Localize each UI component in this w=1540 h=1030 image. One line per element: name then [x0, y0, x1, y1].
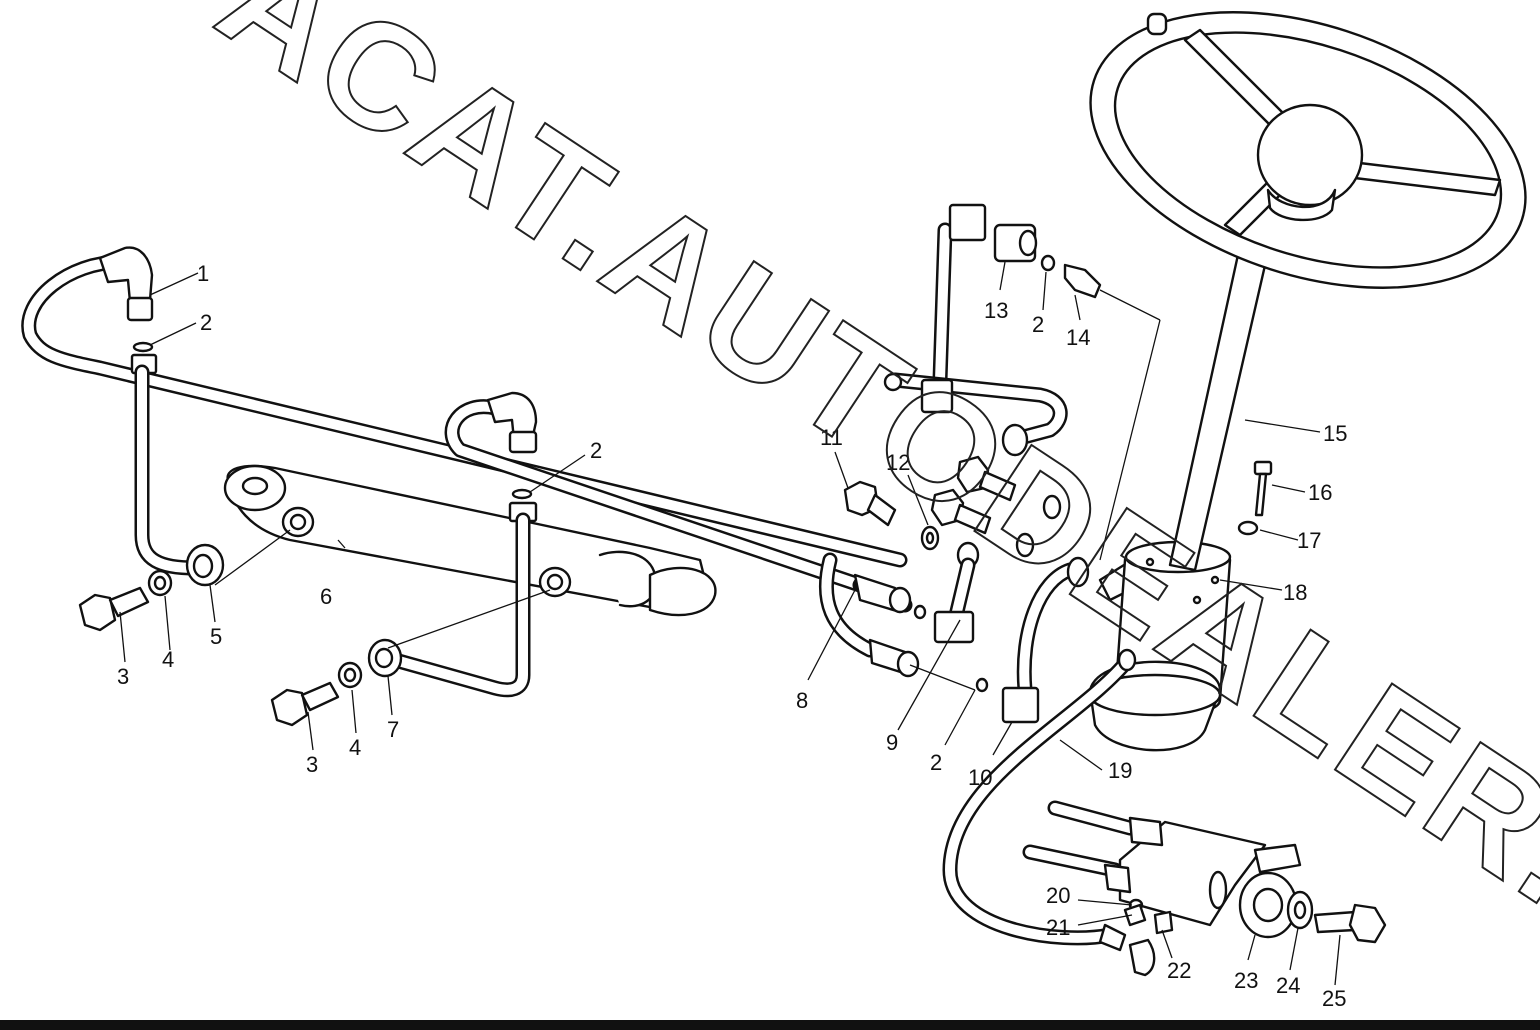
- hose-19: [942, 648, 1137, 952]
- banjo-eye-5: [185, 543, 225, 587]
- fitting-22: [1128, 910, 1174, 977]
- long-hydraulic-tube: [21, 254, 908, 568]
- priority-valve-block: [1022, 800, 1267, 927]
- tube-assembly-13: [883, 203, 1068, 457]
- callout-13: 13: [984, 298, 1008, 323]
- callout-17: 17: [1297, 528, 1321, 553]
- callout-2-center: 2: [590, 438, 602, 463]
- callout-2-upper-left: 2: [200, 310, 212, 335]
- leader-lines: [119, 261, 1341, 986]
- callout-2-lower: 2: [930, 750, 942, 775]
- elbow-fitting-1: [98, 246, 158, 375]
- callout-16: 16: [1308, 480, 1332, 505]
- washer-12: [920, 525, 940, 551]
- callout-3-center: 3: [306, 752, 318, 777]
- washer-4-center: [337, 661, 363, 689]
- banjo-bolt-11: [843, 480, 897, 527]
- washer-4-left: [147, 569, 173, 597]
- banjo-bolt-25: [1313, 903, 1387, 944]
- callout-4-center: 4: [349, 735, 361, 760]
- callout-12: 12: [886, 450, 910, 475]
- bolt-upper-right-b: [930, 488, 1035, 558]
- bolt-16: [1253, 460, 1273, 517]
- callout-24: 24: [1276, 973, 1300, 998]
- fitting-21: [1123, 903, 1147, 927]
- callout-21: 21: [1046, 915, 1070, 940]
- banjo-eye-7: [367, 638, 403, 678]
- callout-10: 10: [968, 765, 992, 790]
- callout-7: 7: [387, 717, 399, 742]
- center-hydraulic-tube: [444, 399, 868, 593]
- bracket-9: [913, 541, 980, 644]
- callout-labels: 1 2 2 2 2 3 3 4 4 5 6 7 8 9 10 11 12 13 …: [117, 261, 1347, 1011]
- callout-22: 22: [1167, 958, 1191, 983]
- adapter-fitting-14: [1040, 254, 1102, 299]
- callout-1: 1: [197, 261, 209, 286]
- tube-to-eye-7: [387, 512, 531, 698]
- callout-15: 15: [1323, 421, 1347, 446]
- callout-25: 25: [1322, 986, 1346, 1011]
- bottom-frame-bar: [0, 1020, 1540, 1030]
- callout-20: 20: [1046, 883, 1070, 908]
- callout-9: 9: [886, 730, 898, 755]
- banjo-eye-23: [1238, 843, 1302, 939]
- tube-to-eye-5: [134, 364, 203, 576]
- callout-18: 18: [1283, 580, 1307, 605]
- bolt-upper-right-a: [956, 455, 1062, 520]
- fitting-10: [975, 556, 1090, 724]
- steering-column-housing-18: [1088, 540, 1232, 752]
- callout-14: 14: [1066, 325, 1090, 350]
- washer-24: [1286, 890, 1314, 930]
- callout-19: 19: [1108, 758, 1132, 783]
- hose-8: [818, 552, 920, 678]
- callout-5: 5: [210, 624, 222, 649]
- callout-3-left: 3: [117, 664, 129, 689]
- callout-8: 8: [796, 688, 808, 713]
- washer-17: [1237, 520, 1259, 536]
- callout-2-upper-right: 2: [1032, 312, 1044, 337]
- callout-11: 11: [820, 425, 843, 450]
- banjo-bolt-3-left: [78, 586, 150, 632]
- callout-6: 6: [320, 584, 332, 609]
- banjo-bolt-3-center: [270, 681, 340, 727]
- callout-4-left: 4: [162, 647, 174, 672]
- steering-wheel: [1089, 11, 1527, 289]
- callout-23: 23: [1234, 968, 1258, 993]
- hydraulic-cylinder-6: [223, 464, 717, 617]
